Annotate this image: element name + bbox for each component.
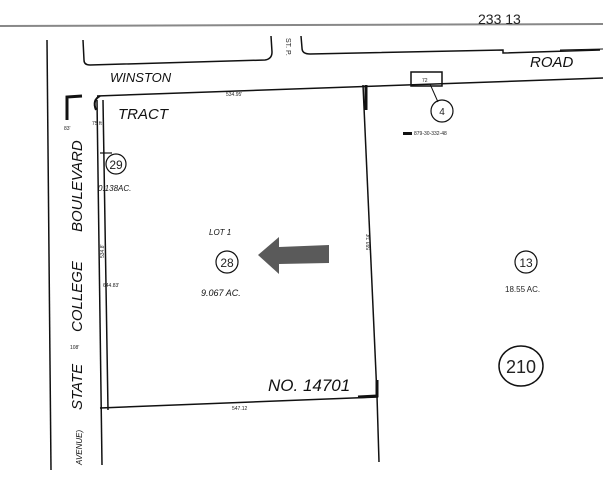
road-edge: [102, 99, 109, 411]
dimension-top: 534.95': [226, 92, 242, 98]
arrow-icon: [258, 237, 329, 274]
north-boundary: [96, 77, 603, 97]
parcel-28-number: 28: [220, 256, 234, 270]
parcel-4-circle: [430, 99, 454, 123]
street-label-avenue: AVENUE): [75, 430, 84, 466]
parcel-13-area: 18.55 AC.: [505, 285, 540, 294]
east-boundary: [362, 84, 378, 397]
road-edge: [559, 48, 603, 51]
road-edge: [65, 94, 83, 120]
box-dimension: 72: [422, 78, 428, 84]
block-210-circle: [498, 345, 544, 387]
parcel-4-number: 4: [439, 107, 445, 118]
page-reference: 233 13: [478, 11, 521, 27]
block-outline: [82, 35, 273, 66]
south-boundary: [99, 396, 379, 409]
block-210-number: 210: [506, 357, 536, 377]
tract-number: NO. 14701: [268, 376, 350, 395]
street-label-road: ROAD: [530, 54, 574, 71]
lot-label: LOT 1: [209, 228, 231, 237]
tract-label: TRACT: [118, 106, 170, 123]
dimension-left-2: 644.83': [103, 283, 119, 289]
leader-line: [429, 83, 439, 103]
parcel-13-circle: [514, 250, 538, 274]
block-outline: [300, 35, 601, 55]
street-label-winston: WINSTON: [110, 70, 172, 85]
road-edge: [96, 99, 103, 466]
east-extension: [376, 395, 380, 463]
parcel-29-number: 29: [109, 158, 123, 172]
street-abbr: ST. P.: [284, 38, 291, 56]
street-label-state: STATE: [69, 363, 86, 410]
road-edge: [46, 39, 52, 471]
parcel-13-number: 13: [519, 256, 533, 270]
top-border-line: [0, 23, 603, 27]
parcel-4-box: [410, 71, 443, 87]
parcel-29-area: 0.138AC.: [98, 184, 131, 193]
parcel-28-boundary: [93, 95, 101, 111]
street-label-college: COLLEGE: [69, 260, 86, 332]
street-label-boulevard: BOULEVARD: [69, 140, 86, 232]
parcel-29-circle: [105, 153, 127, 175]
dimension-corner: 83': [64, 126, 71, 132]
apn-marker: [403, 132, 412, 135]
parcel-28-area: 9.067 AC.: [201, 288, 241, 298]
parcel-4-apn: 879-30-332-48: [414, 131, 447, 137]
dimension-right: 593.74': [366, 234, 372, 250]
southeast-corner: [357, 380, 379, 399]
dimension-curve: 75 ft: [92, 121, 102, 127]
dimension-left-3: 108': [70, 345, 79, 351]
dimension-bottom: 547.12: [232, 406, 248, 412]
parcel-28-circle: [215, 250, 239, 274]
dimension-left-1: 534.8': [100, 244, 106, 258]
